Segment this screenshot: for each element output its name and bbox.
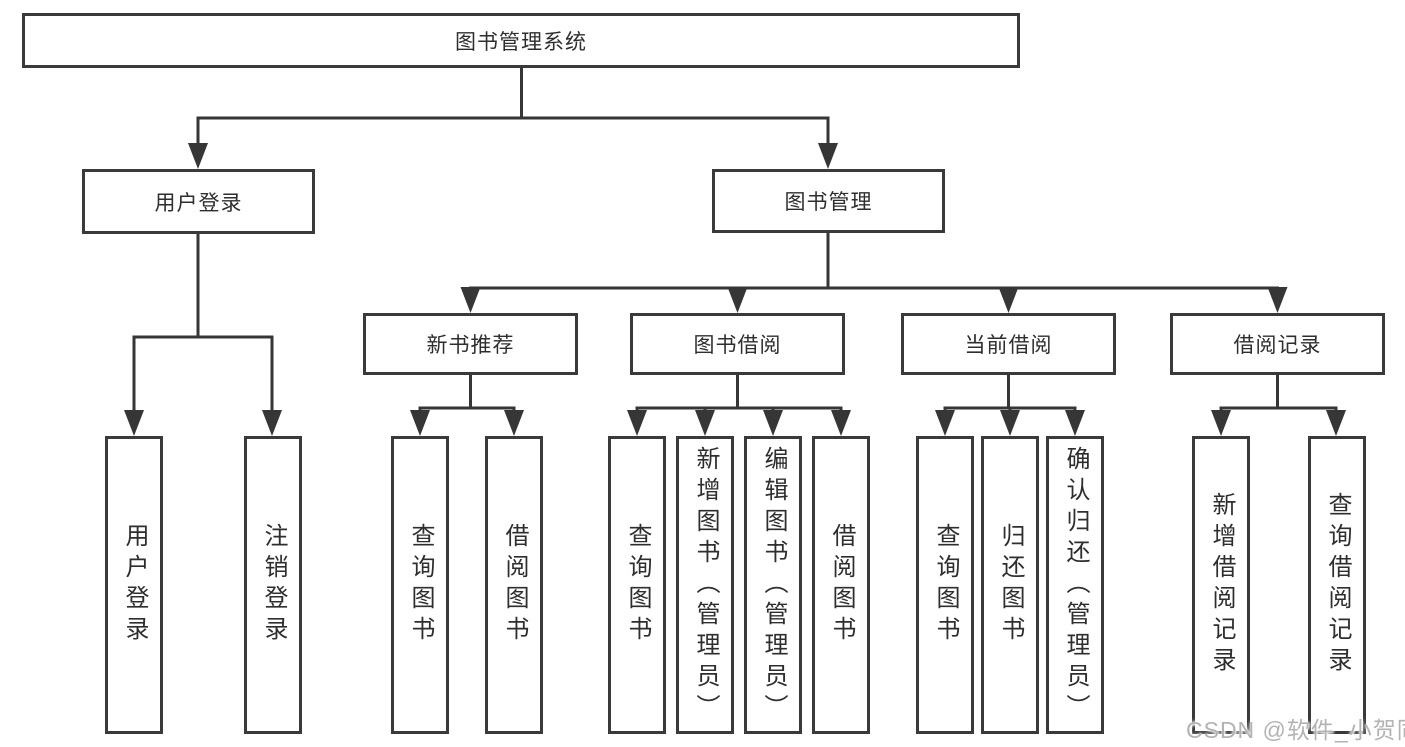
node-label: 查询图书	[932, 523, 959, 647]
node-book-borrow: 图书借阅	[630, 313, 845, 375]
node-label: 归还图书	[997, 523, 1024, 647]
leaf-borrow-books: 借阅图书	[812, 436, 870, 734]
node-label: 用户登录	[154, 191, 243, 215]
node-label: 查询图书	[624, 523, 651, 647]
node-new-book-recommend: 新书推荐	[363, 313, 578, 375]
node-root: 图书管理系统	[22, 13, 1020, 68]
node-label: 图书管理系统	[455, 30, 587, 54]
node-label: 借阅记录	[1233, 334, 1322, 357]
leaf-query-borrow-record: 查询借阅记录	[1308, 436, 1366, 734]
node-label: 新增借阅记录	[1208, 492, 1235, 678]
node-label: 注销登录	[260, 523, 287, 647]
node-current-borrow: 当前借阅	[901, 313, 1116, 375]
leaf-borrow-books-recommend: 借阅图书	[485, 436, 543, 734]
node-label: 图书借阅	[693, 334, 782, 357]
leaf-user-login: 用户登录	[105, 436, 163, 734]
node-book-management: 图书管理	[712, 169, 945, 233]
node-borrow-records: 借阅记录	[1170, 313, 1385, 375]
leaf-logout: 注销登录	[244, 436, 302, 734]
node-label: 借阅图书	[828, 523, 855, 647]
leaf-add-borrow-record: 新增借阅记录	[1192, 436, 1250, 734]
leaf-query-books-borrow: 查询图书	[608, 436, 666, 734]
leaf-add-books-admin: 新增图书（管理员）	[676, 436, 734, 734]
node-label: 编辑图书（管理员）	[760, 445, 787, 725]
node-label: 新增图书（管理员）	[692, 445, 719, 725]
node-label: 借阅图书	[501, 523, 528, 647]
node-label: 用户登录	[121, 523, 148, 647]
leaf-edit-books-admin: 编辑图书（管理员）	[744, 436, 802, 734]
node-user-login: 用户登录	[82, 169, 315, 234]
leaf-query-books-current: 查询图书	[916, 436, 974, 734]
csdn-watermark: CSDN @软件_小贺同学	[1186, 717, 1405, 743]
leaf-return-books: 归还图书	[981, 436, 1039, 734]
node-label: 查询借阅记录	[1324, 492, 1351, 678]
leaf-query-books-recommend: 查询图书	[391, 436, 449, 734]
node-label: 当前借阅	[964, 334, 1053, 357]
leaf-confirm-return-admin: 确认归还（管理员）	[1046, 436, 1104, 734]
node-label: 新书推荐	[426, 334, 515, 357]
node-label: 确认归还（管理员）	[1062, 445, 1089, 725]
node-label: 查询图书	[407, 523, 434, 647]
node-label: 图书管理	[784, 191, 873, 214]
